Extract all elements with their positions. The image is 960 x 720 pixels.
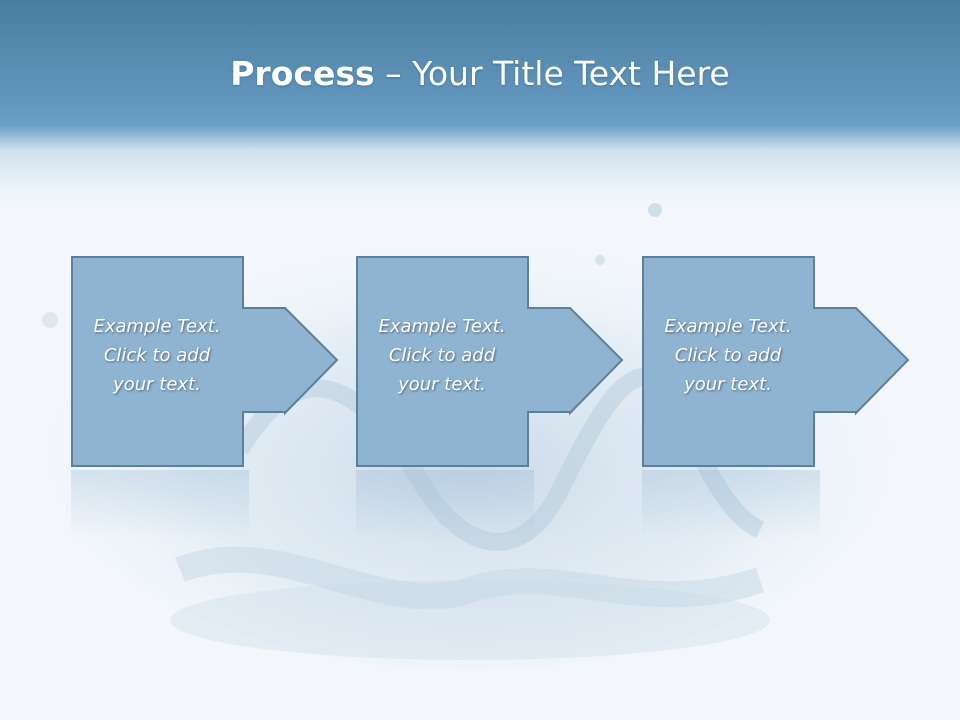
step-reflection xyxy=(356,470,534,540)
slide-title: Process – Your Title Text Here xyxy=(0,52,960,96)
process-step-2[interactable]: Example Text. Click to add your text. xyxy=(356,256,626,468)
step-text[interactable]: Example Text. Click to add your text. xyxy=(71,312,243,399)
header-band xyxy=(0,0,960,210)
step-line-1: Example Text. xyxy=(378,316,506,337)
process-step-3[interactable]: Example Text. Click to add your text. xyxy=(642,256,912,468)
step-line-2: Click to add xyxy=(674,345,782,366)
step-line-2: Click to add xyxy=(103,345,211,366)
step-line-3: your text. xyxy=(684,374,772,395)
step-arrow-shape xyxy=(71,256,339,467)
process-step-1[interactable]: Example Text. Click to add your text. xyxy=(71,256,341,468)
step-reflection xyxy=(71,470,249,540)
step-line-1: Example Text. xyxy=(664,316,792,337)
step-line-3: your text. xyxy=(398,374,486,395)
step-line-2: Click to add xyxy=(388,345,496,366)
step-text[interactable]: Example Text. Click to add your text. xyxy=(356,312,528,399)
step-reflection xyxy=(642,470,820,540)
step-arrow-shape xyxy=(356,256,624,467)
step-text[interactable]: Example Text. Click to add your text. xyxy=(642,312,814,399)
title-bold: Process xyxy=(230,54,375,93)
step-line-3: your text. xyxy=(113,374,201,395)
title-rest: – Your Title Text Here xyxy=(374,54,730,93)
step-arrow-shape xyxy=(642,256,910,467)
step-line-1: Example Text. xyxy=(93,316,221,337)
